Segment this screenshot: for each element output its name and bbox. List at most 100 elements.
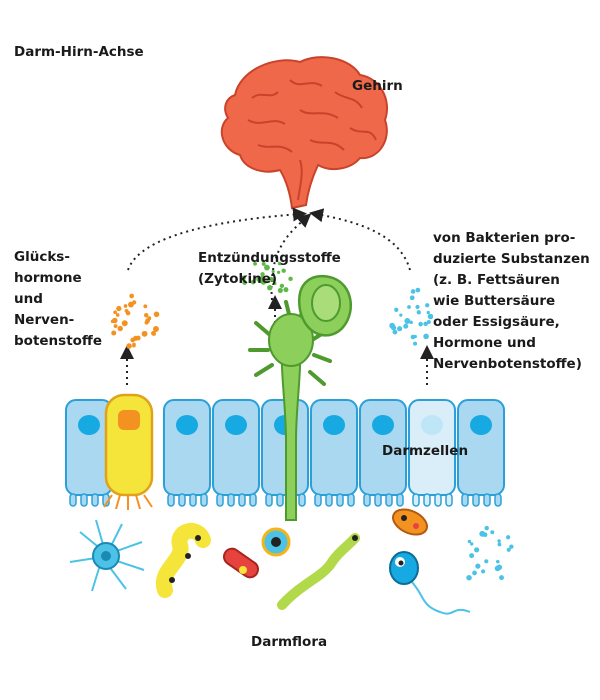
particle [390, 325, 397, 331]
particle [494, 565, 501, 572]
particle [413, 341, 418, 346]
particle [490, 530, 495, 535]
particle [260, 272, 265, 277]
particle [250, 279, 256, 285]
particle [499, 575, 504, 581]
bacterium-red-spiky [222, 547, 260, 579]
particle [132, 335, 139, 341]
particle [127, 301, 134, 308]
particle [394, 307, 399, 312]
gut-cell [65, 399, 113, 507]
gut-cell-layer [65, 399, 505, 507]
particle [277, 287, 283, 294]
gut-cell [212, 399, 260, 507]
particle [426, 310, 430, 315]
particle [283, 287, 289, 293]
particle [409, 295, 415, 301]
particle [273, 281, 277, 286]
particle [117, 325, 123, 332]
particle [399, 313, 403, 317]
gut-cell [163, 399, 211, 507]
particle [505, 535, 511, 540]
nerve-cell [248, 274, 352, 521]
bacterium-orange-oval [392, 508, 428, 536]
particle [484, 559, 489, 564]
cytokine-particles [240, 261, 293, 294]
particle [253, 261, 257, 266]
particle [497, 539, 501, 543]
particle [277, 261, 282, 266]
particle [409, 320, 413, 325]
particle [132, 343, 136, 348]
particle [418, 321, 423, 327]
particle [113, 324, 118, 329]
bacterial-substance-particles [389, 287, 434, 346]
inflammation-label: Entzündungsstoffe (Zytokine) [198, 250, 341, 287]
particle [143, 304, 148, 309]
particle [145, 318, 151, 324]
particle [506, 547, 511, 552]
hormones-label: Glücks- hormone und Nerven- botenstoffe [14, 249, 103, 349]
bacterium-green-worm [277, 533, 360, 610]
bacteria-substances-label: von Bakterien pro- duzierte Substanzen (… [433, 230, 590, 372]
bacterium-cyan-flagella [69, 519, 145, 592]
brain-label: Gehirn [352, 78, 403, 94]
bacterium-yellow-chain [155, 523, 211, 598]
gut-cell [408, 399, 456, 507]
particle [423, 321, 428, 327]
particle [121, 320, 128, 327]
particle [403, 323, 409, 329]
particle [152, 331, 156, 336]
particle [407, 305, 411, 309]
particle [509, 544, 514, 549]
released-particles [466, 525, 514, 581]
particle [242, 280, 248, 285]
gut-flora-bacteria [69, 508, 471, 615]
particle [466, 574, 472, 581]
particle [144, 313, 149, 318]
particle [112, 317, 118, 324]
particle [288, 276, 293, 282]
particle [392, 329, 398, 335]
particle [264, 278, 269, 284]
particle [425, 303, 430, 308]
gut-flora-label: Darmflora [251, 634, 328, 650]
particle [415, 287, 421, 293]
particle [397, 326, 403, 332]
particle [116, 305, 122, 312]
particle [496, 559, 500, 564]
particle [264, 264, 270, 271]
particle [153, 311, 160, 318]
particle [240, 275, 246, 281]
hormone-particles [110, 293, 160, 349]
diagram-title: Darm-Hirn-Achse [14, 44, 144, 60]
particle [472, 570, 477, 576]
particle [413, 334, 417, 339]
gut-cells-label: Darmzellen [382, 443, 469, 459]
particle [113, 310, 117, 315]
particle [115, 313, 120, 317]
gut-cell [310, 399, 358, 507]
particle [126, 343, 132, 349]
particle [415, 304, 420, 309]
particle [469, 553, 475, 559]
particle [404, 318, 411, 324]
particle [279, 283, 285, 289]
particle [481, 569, 486, 574]
particle [469, 542, 474, 546]
bacterium-round-yellow-eye [261, 527, 291, 557]
particle [474, 547, 480, 553]
particle [129, 293, 135, 299]
particle [123, 304, 128, 308]
particle [416, 310, 421, 315]
particle [281, 268, 286, 273]
particle [497, 542, 502, 547]
particle [271, 269, 275, 274]
gut-cell [457, 399, 505, 507]
particle [426, 319, 431, 324]
particle [261, 261, 266, 266]
particle [124, 309, 129, 313]
particle [482, 532, 488, 538]
brain-illustration [220, 56, 388, 210]
